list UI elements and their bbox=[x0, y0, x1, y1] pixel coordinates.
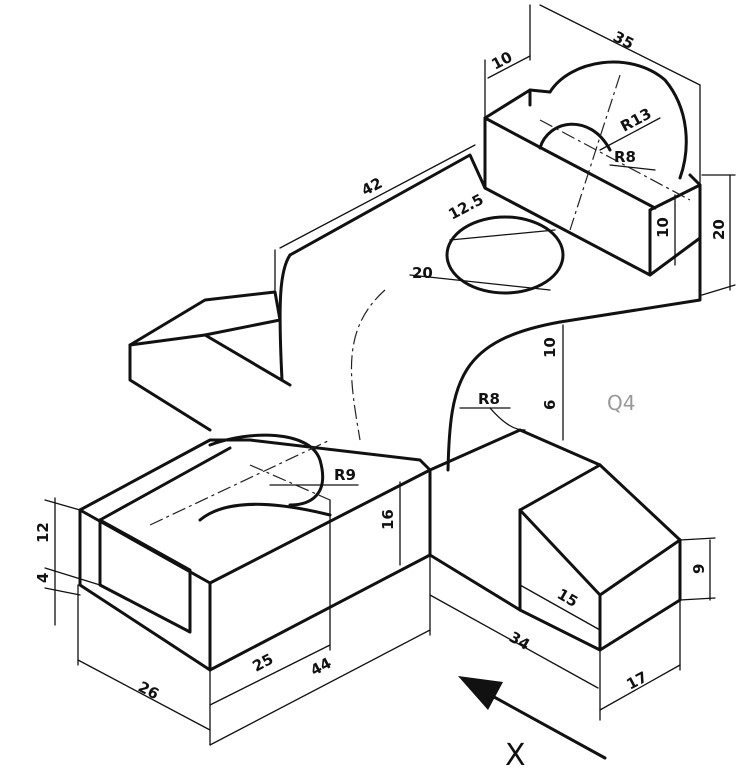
dim-12-5: 12.5 bbox=[445, 190, 486, 223]
view-label: X bbox=[505, 738, 526, 773]
dim-10-step: 10 bbox=[541, 337, 559, 358]
dim-20-hole: 20 bbox=[412, 264, 433, 282]
dim-25: 25 bbox=[249, 650, 276, 676]
dim-17: 17 bbox=[623, 668, 650, 694]
dim-10-right: 10 bbox=[654, 217, 672, 238]
dim-r9: R9 bbox=[334, 466, 356, 484]
dim-44: 44 bbox=[307, 654, 334, 680]
dim-r8-mid: R8 bbox=[478, 390, 500, 408]
dim-35: 35 bbox=[610, 28, 637, 54]
dim-4: 4 bbox=[34, 573, 52, 583]
dimension-lines bbox=[44, 4, 736, 746]
dim-6: 6 bbox=[541, 400, 559, 410]
dim-12: 12 bbox=[34, 522, 52, 543]
centre-lines bbox=[149, 74, 691, 526]
dim-16: 16 bbox=[379, 509, 397, 530]
dim-26: 26 bbox=[135, 678, 162, 704]
dim-9: 9 bbox=[690, 564, 708, 574]
dim-20-right: 20 bbox=[710, 219, 728, 240]
dim-r8-top: R8 bbox=[614, 148, 636, 166]
dim-10-top: 10 bbox=[488, 48, 515, 74]
object-outline bbox=[78, 60, 702, 672]
handwritten-note: Q4 bbox=[607, 391, 635, 415]
dimension-labels: 35 10 R13 R8 42 12.5 20 10 20 10 6 R8 R9… bbox=[34, 28, 728, 704]
dim-42: 42 bbox=[358, 174, 385, 200]
view-direction-arrow bbox=[458, 676, 607, 760]
